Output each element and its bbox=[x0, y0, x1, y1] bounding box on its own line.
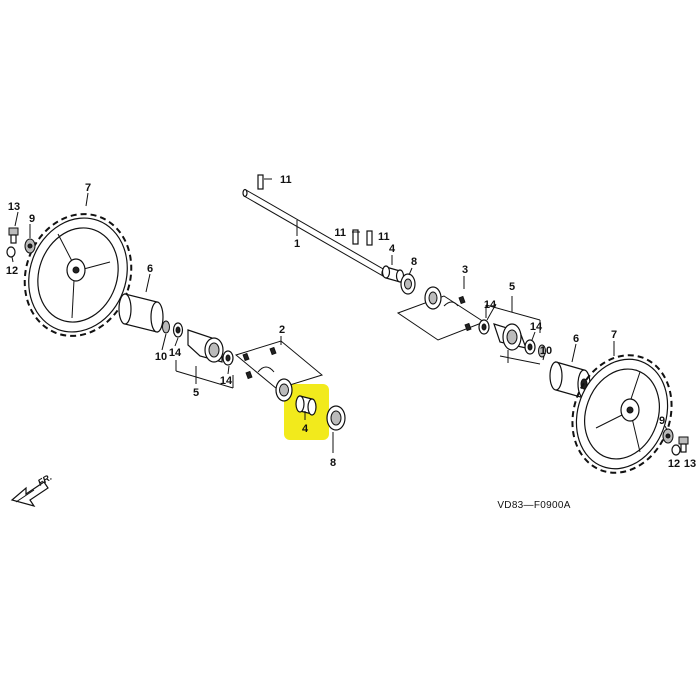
ring-left-2 bbox=[172, 322, 184, 338]
callout-14-left-b: 14 bbox=[220, 375, 233, 387]
cap-12-left bbox=[6, 246, 16, 258]
left-wheel bbox=[23, 213, 133, 337]
pin-11-mid-a bbox=[352, 229, 359, 245]
seal-8-right bbox=[400, 273, 416, 295]
callout-12-right: 12 bbox=[668, 458, 680, 470]
callout-13-right: 13 bbox=[684, 458, 696, 470]
washer-9-left bbox=[24, 238, 36, 254]
callout-4-highlighted[interactable]: 4 bbox=[302, 423, 309, 435]
callout-6-left: 6 bbox=[147, 263, 153, 275]
callout-8-left: 8 bbox=[330, 457, 336, 469]
drum-6-left bbox=[118, 293, 164, 333]
pin-11-top bbox=[257, 174, 264, 190]
bushing-part-4[interactable] bbox=[295, 395, 317, 420]
callout-9-left: 9 bbox=[29, 213, 35, 225]
callout-1: 1 bbox=[294, 238, 300, 250]
callout-11-mid-b: 11 bbox=[378, 231, 390, 243]
callout-12-left: 12 bbox=[6, 265, 18, 277]
hub-5-right bbox=[478, 319, 546, 358]
seal-8-left bbox=[326, 405, 346, 453]
callout-4-right: 4 bbox=[389, 243, 396, 255]
hub-5-left bbox=[187, 329, 234, 366]
washer-9-right bbox=[662, 428, 674, 444]
bolt-13-right bbox=[678, 436, 689, 453]
cap-12-right bbox=[671, 444, 681, 456]
bracket-2 bbox=[234, 336, 324, 390]
callout-7-left: 7 bbox=[85, 182, 91, 194]
callout-5-right: 5 bbox=[509, 281, 515, 293]
callout-8-right: 8 bbox=[411, 256, 417, 268]
right-wheel bbox=[571, 354, 673, 474]
callout-14-right-b: 14 bbox=[530, 321, 543, 333]
callout-2: 2 bbox=[279, 324, 285, 336]
callout-3: 3 bbox=[462, 264, 468, 276]
callout-14-right-a: 14 bbox=[484, 299, 497, 311]
figure-code: VD83—F0900A bbox=[497, 500, 570, 511]
callout-10-right: 10 bbox=[540, 345, 552, 357]
callout-11-mid-a: 11 bbox=[334, 227, 346, 239]
bearing-2 bbox=[275, 378, 293, 402]
front-direction-arrow-icon bbox=[10, 481, 49, 508]
callout-6-right: 6 bbox=[573, 333, 579, 345]
leader-lines bbox=[11, 178, 668, 431]
callout-14-left-a: 14 bbox=[169, 347, 182, 359]
bolt-13-left bbox=[8, 227, 19, 244]
callout-13-left: 13 bbox=[8, 201, 20, 213]
axle-shaft bbox=[242, 188, 387, 278]
bracket-5-right bbox=[485, 296, 541, 365]
callout-5-left: 5 bbox=[193, 387, 199, 399]
callout-7-right: 7 bbox=[611, 329, 617, 341]
ring-left-1 bbox=[162, 320, 170, 334]
pin-11-mid-b bbox=[366, 230, 373, 246]
callout-9-right: 9 bbox=[659, 415, 665, 427]
callout-11-top: 11 bbox=[280, 174, 292, 186]
bushing-4-right bbox=[381, 265, 405, 283]
callout-10-left: 10 bbox=[155, 351, 167, 363]
bracket-5-left bbox=[175, 360, 234, 389]
